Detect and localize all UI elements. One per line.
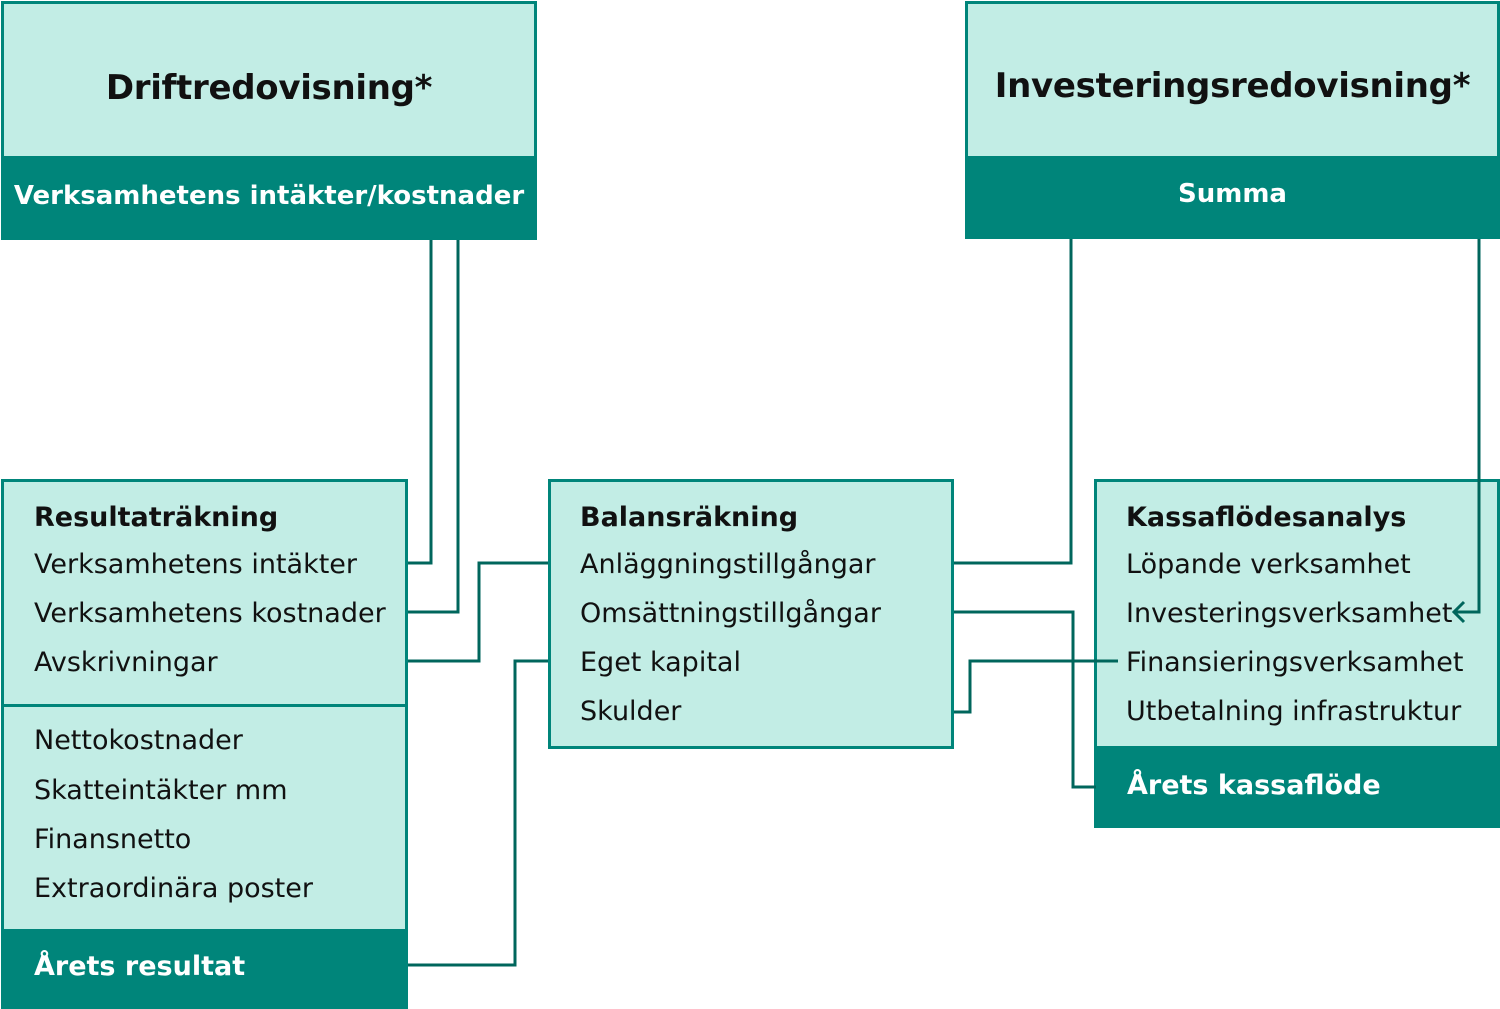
connector-arets-resultat xyxy=(408,659,574,967)
investering-footer-label: Summa xyxy=(1178,179,1287,209)
resultat-footer: Årets resultat xyxy=(1,929,408,1009)
balans-title: Balansräkning xyxy=(580,502,799,533)
balans-box: Balansräkning Anläggningstillgångar Omsä… xyxy=(548,479,954,749)
resultat-item-avskrivningar: Avskrivningar xyxy=(34,647,218,678)
balans-item-omsattning: Omsättningstillgångar xyxy=(580,598,881,629)
resultat-item-finansnetto: Finansnetto xyxy=(34,824,192,855)
kassa-footer: Årets kassaflöde xyxy=(1094,746,1500,828)
balans-item-skulder: Skulder xyxy=(580,696,682,727)
connector-drift-kostnader xyxy=(387,238,460,614)
resultat-item-kostnader: Verksamhetens kostnader xyxy=(34,598,386,629)
resultat-box-lower: Nettokostnader Skatteintäkter mm Finansn… xyxy=(1,704,408,932)
resultat-item-nettokostnader: Nettokostnader xyxy=(34,725,243,756)
drift-footer: Verksamhetens intäkter/kostnader xyxy=(1,157,537,240)
kassa-title: Kassaflödesanalys xyxy=(1126,502,1407,533)
resultat-title: Resultaträkning xyxy=(34,502,279,533)
overlay-arrowhead-investeringsverksamhet xyxy=(1451,600,1466,624)
connector-kassaflode-omsattning xyxy=(894,610,1095,789)
balans-item-anlaggning: Anläggningstillgångar xyxy=(580,549,876,580)
drift-title: Driftredovisning* xyxy=(105,68,433,108)
drift-box: Driftredovisning* xyxy=(1,1,537,159)
resultat-item-intakter: Verksamhetens intäkter xyxy=(34,549,357,580)
resultat-footer-label: Årets resultat xyxy=(34,951,246,982)
resultat-item-extraordinara: Extraordinära poster xyxy=(34,873,313,904)
resultat-box: Resultaträkning Verksamhetens intäkter V… xyxy=(1,479,408,707)
kassa-item-lopande: Löpande verksamhet xyxy=(1126,549,1411,580)
investering-title: Investeringsredovisning* xyxy=(994,66,1471,106)
investering-footer: Summa xyxy=(965,157,1500,239)
drift-footer-label: Verksamhetens intäkter/kostnader xyxy=(13,181,525,211)
kassa-item-infrastruktur: Utbetalning infrastruktur xyxy=(1126,696,1462,727)
balans-item-eget-kapital: Eget kapital xyxy=(580,647,741,678)
resultat-item-skatteintakter: Skatteintäkter mm xyxy=(34,775,288,806)
kassa-item-finansiering: Finansieringsverksamhet xyxy=(1126,647,1464,678)
kassa-footer-label: Årets kassaflöde xyxy=(1127,770,1381,801)
kassa-item-investering: Investeringsverksamhet xyxy=(1126,598,1453,629)
investering-box: Investeringsredovisning* xyxy=(965,1,1500,159)
connector-investering-anlaggning xyxy=(896,238,1073,565)
overlay-investering-kassa xyxy=(1454,479,1481,614)
